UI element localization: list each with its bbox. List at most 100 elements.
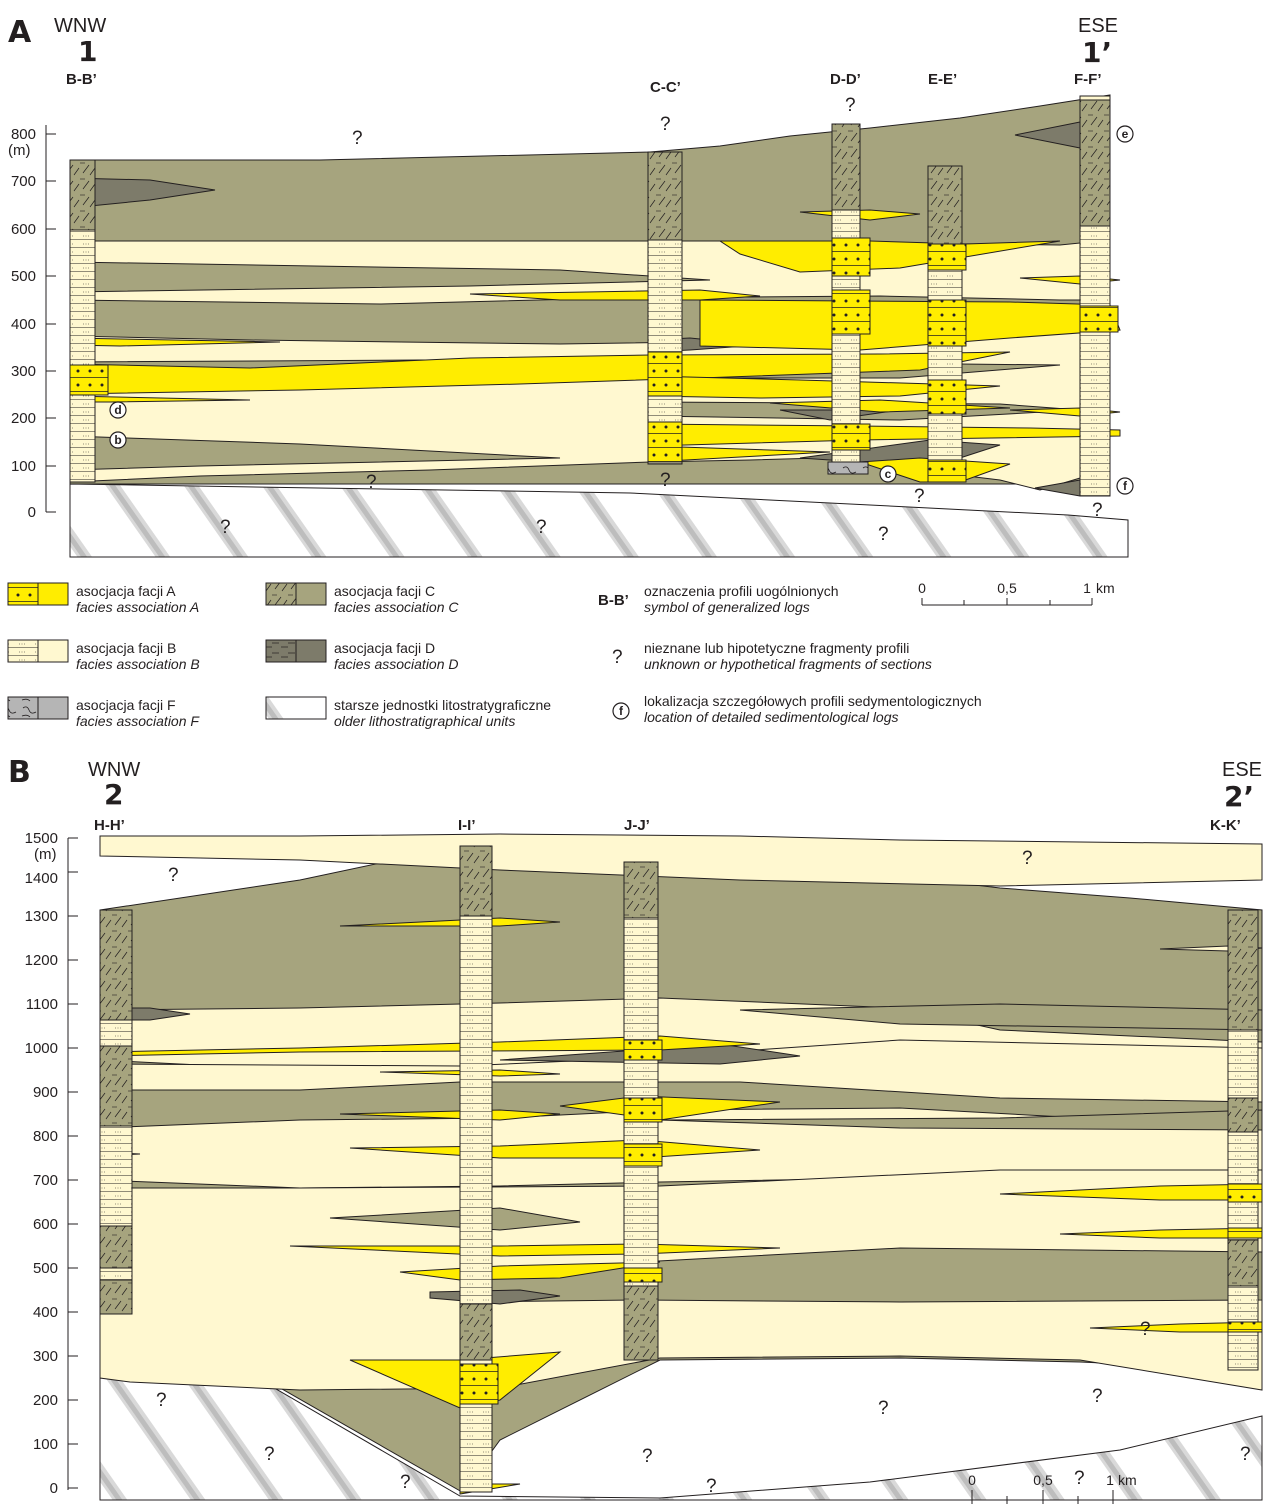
log-e-e-a-segment	[927, 459, 967, 483]
legend-item-facies-f: asocjacja facji F facies association F	[7, 696, 200, 729]
panel-b-section-right: 2’	[1224, 780, 1254, 813]
legend-item-facies-a: asocjacja facji A facies association A	[7, 582, 199, 615]
log-c-c-c-segment	[647, 151, 683, 241]
y-tick-label: 1100	[26, 996, 58, 1013]
svg-text:d: d	[114, 403, 121, 417]
question-mark: ?	[845, 95, 856, 116]
svg-text:f: f	[619, 704, 624, 718]
svg-text:B-B’: B-B’	[598, 592, 629, 609]
svg-text:facies association B: facies association B	[76, 656, 200, 672]
svg-text:f: f	[1123, 479, 1128, 493]
y-tick-label: 100	[11, 458, 36, 475]
log-f-f-c-segment	[1079, 99, 1111, 227]
panel-b-dir-left: WNW	[88, 759, 140, 781]
panel-b-older-units	[99, 1303, 1263, 1501]
panel-b-facies-c-wedge	[739, 1003, 1263, 1031]
question-mark: ?	[1022, 848, 1033, 869]
panel-b-section-left: 2	[104, 778, 123, 811]
log-k-k-a-segment	[1227, 1227, 1263, 1239]
panel-b-facies-a-tongue	[349, 1351, 562, 1409]
question-mark: ?	[1140, 1319, 1151, 1340]
legend-item-detailed-logs: f lokalizacja szczegółowych profili sedy…	[612, 693, 982, 725]
y-tick-label: 500	[11, 268, 36, 285]
badge-d: d	[109, 401, 127, 419]
panel-a-facies-a-tongue	[649, 423, 1121, 447]
panel-b-facies-a-tongue	[99, 1035, 761, 1057]
log-label: J-J’	[624, 817, 650, 834]
y-tick-label: 200	[11, 410, 36, 427]
log-c-c-a-segment	[647, 351, 683, 397]
svg-text:c: c	[885, 467, 892, 481]
log-label: C-C’	[650, 79, 681, 96]
log-label: H-H’	[94, 817, 125, 834]
question-mark: ?	[642, 1446, 653, 1467]
y-tick-label: 100	[33, 1436, 58, 1453]
badge-b: b	[109, 431, 127, 449]
log-label: E-E’	[928, 71, 957, 88]
question-mark: ?	[352, 128, 363, 149]
panel-a-letter: A	[8, 15, 32, 50]
svg-text:km: km	[1118, 1472, 1137, 1488]
log-d-d-a-segment	[831, 423, 871, 451]
log-j-j-c-segment	[623, 861, 659, 919]
log-i-i-a-segment	[459, 1363, 499, 1405]
panel-a-dir-right: ESE	[1078, 15, 1118, 37]
y-tick-label: 700	[33, 1172, 58, 1189]
log-label: F-F’	[1074, 71, 1102, 88]
panel-a-dir-left: WNW	[54, 15, 106, 37]
log-d-d-a-segment	[831, 289, 871, 335]
svg-text:asocjacja facji A: asocjacja facji A	[76, 583, 176, 599]
log-h-h-b-segment	[99, 1019, 133, 1047]
log-h-h-column	[99, 909, 133, 1315]
log-label: B-B’	[66, 71, 97, 88]
y-tick-label: 600	[33, 1216, 58, 1233]
svg-text:older lithostratigraphical uni: older lithostratigraphical units	[334, 713, 515, 729]
question-mark: ?	[878, 524, 889, 545]
svg-text:asocjacja facji C: asocjacja facji C	[334, 583, 435, 599]
y-tick-label: 1500	[25, 830, 58, 847]
question-mark: ?	[1092, 500, 1103, 521]
log-i-i-c-segment	[459, 1303, 493, 1361]
svg-text:facies association C: facies association C	[334, 599, 459, 615]
question-mark: ?	[660, 470, 671, 491]
log-h-h-b-segment	[99, 1125, 133, 1227]
log-b-b-c-segment	[69, 159, 96, 231]
svg-text:starsze jednostki litostratygr: starsze jednostki litostratygraficzne	[334, 697, 551, 713]
svg-text:?: ?	[612, 647, 623, 668]
log-k-k-c-segment	[1227, 1239, 1259, 1287]
y-tick-label: 300	[33, 1348, 58, 1365]
svg-text:symbol of generalized logs: symbol of generalized logs	[644, 599, 810, 615]
y-axis-unit: (m)	[34, 846, 57, 863]
log-k-k-a-segment	[1227, 1321, 1263, 1333]
legend-item-unknown: ? nieznane lub hipotetyczne fragmenty pr…	[612, 640, 932, 672]
log-k-k-a-segment	[1227, 1183, 1263, 1203]
panel-a-facies-a-tongue	[718, 240, 1061, 273]
y-tick-label: 1200	[25, 952, 58, 969]
panel-a-facies-a-tongue	[699, 299, 1121, 351]
y-tick-label: 200	[33, 1392, 58, 1409]
panel-a-older-units	[69, 483, 1129, 558]
log-label: D-D’	[830, 71, 861, 88]
svg-text:b: b	[114, 433, 121, 447]
y-tick-label: 400	[33, 1304, 58, 1321]
log-e-e-a-segment	[927, 299, 967, 347]
y-tick-label: 400	[11, 316, 36, 333]
log-j-j-a-segment	[623, 1267, 663, 1283]
question-mark: ?	[400, 1472, 411, 1493]
legend-item-older-units: starsze jednostki litostratygraficzne ol…	[265, 696, 551, 729]
panel-a-section-left: 1	[78, 35, 97, 68]
svg-text:0,5: 0,5	[1033, 1472, 1053, 1488]
y-axis-unit: (m)	[8, 142, 31, 159]
svg-text:oznaczenia profili uogólnionyc: oznaczenia profili uogólnionych	[644, 583, 839, 599]
svg-text:asocjacja facji F: asocjacja facji F	[76, 697, 176, 713]
svg-text:nieznane lub hipotetyczne frag: nieznane lub hipotetyczne fragmenty prof…	[644, 640, 909, 656]
badge-e: e	[1116, 125, 1134, 143]
log-e-e-c-segment	[927, 165, 963, 245]
y-tick-label: 600	[11, 221, 36, 238]
svg-text:unknown or hypothetical fragme: unknown or hypothetical fragments of sec…	[644, 656, 932, 672]
svg-text:1: 1	[1106, 1472, 1114, 1488]
log-c-c-a-segment	[647, 421, 683, 463]
panel-b-dir-right: ESE	[1222, 759, 1262, 781]
svg-text:facies association F: facies association F	[76, 713, 200, 729]
